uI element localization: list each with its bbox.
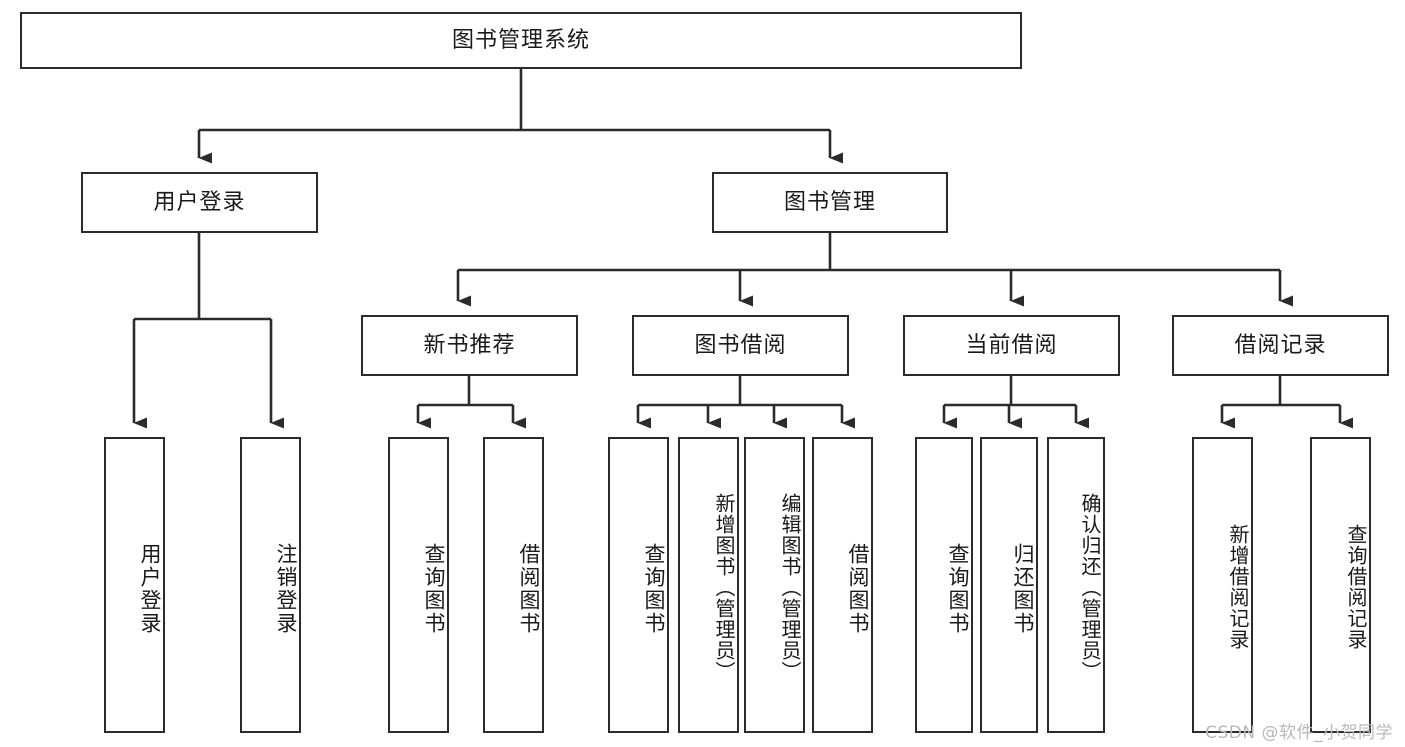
leaf-query-book-current[interactable]: 查询图书 — [915, 437, 973, 733]
leaf-logout-login[interactable]: 注销登录 — [240, 437, 301, 733]
node-borrow-records[interactable]: 借阅记录 — [1172, 315, 1389, 376]
node-label: 图书管理 — [783, 189, 876, 215]
node-label: 图书管理系统 — [451, 27, 590, 53]
node-current-borrow[interactable]: 当前借阅 — [903, 315, 1120, 376]
node-new-book-recommend[interactable]: 新书推荐 — [361, 315, 578, 376]
leaf-return-book[interactable]: 归还图书 — [980, 437, 1038, 733]
leaf-query-borrow-record[interactable]: 查询借阅记录 — [1310, 437, 1371, 733]
node-label: 借阅图书 — [517, 543, 541, 635]
node-label: 当前借阅 — [965, 332, 1058, 358]
leaf-confirm-return-admin[interactable]: 确认归还（管理员） — [1047, 437, 1105, 733]
leaf-user-login[interactable]: 用户登录 — [104, 437, 165, 733]
node-label: 归还图书 — [1011, 543, 1035, 635]
node-label: 图书借阅 — [694, 332, 787, 358]
node-label: 借阅图书 — [846, 543, 870, 635]
leaf-borrow-book-recommend[interactable]: 借阅图书 — [483, 437, 544, 733]
node-label: 用户登录 — [138, 543, 162, 635]
node-label: 确认归还（管理员） — [1078, 492, 1102, 682]
node-label: 新增借阅记录 — [1226, 524, 1250, 650]
node-book-borrow[interactable]: 图书借阅 — [632, 315, 849, 376]
node-user-login[interactable]: 用户登录 — [81, 172, 318, 233]
node-label: 查询借阅记录 — [1344, 524, 1368, 650]
node-label: 查询图书 — [422, 543, 446, 635]
leaf-query-book-recommend[interactable]: 查询图书 — [388, 437, 449, 733]
node-label: 查询图书 — [642, 543, 666, 635]
leaf-borrow-book[interactable]: 借阅图书 — [812, 437, 873, 733]
node-label: 编辑图书（管理员） — [778, 492, 802, 682]
node-label: 查询图书 — [946, 543, 970, 635]
node-label: 注销登录 — [274, 543, 298, 635]
node-book-management[interactable]: 图书管理 — [712, 172, 948, 233]
leaf-add-book-admin[interactable]: 新增图书（管理员） — [678, 437, 739, 733]
leaf-add-borrow-record[interactable]: 新增借阅记录 — [1192, 437, 1253, 733]
node-label: 新书推荐 — [423, 332, 516, 358]
node-root-system[interactable]: 图书管理系统 — [20, 12, 1022, 69]
csdn-watermark: CSDN @软件_小贺同学 — [1205, 723, 1393, 743]
leaf-edit-book-admin[interactable]: 编辑图书（管理员） — [744, 437, 805, 733]
node-label: 新增图书（管理员） — [712, 492, 736, 682]
node-label: 用户登录 — [153, 189, 246, 215]
leaf-query-book-borrow[interactable]: 查询图书 — [608, 437, 669, 733]
node-label: 借阅记录 — [1234, 332, 1327, 358]
